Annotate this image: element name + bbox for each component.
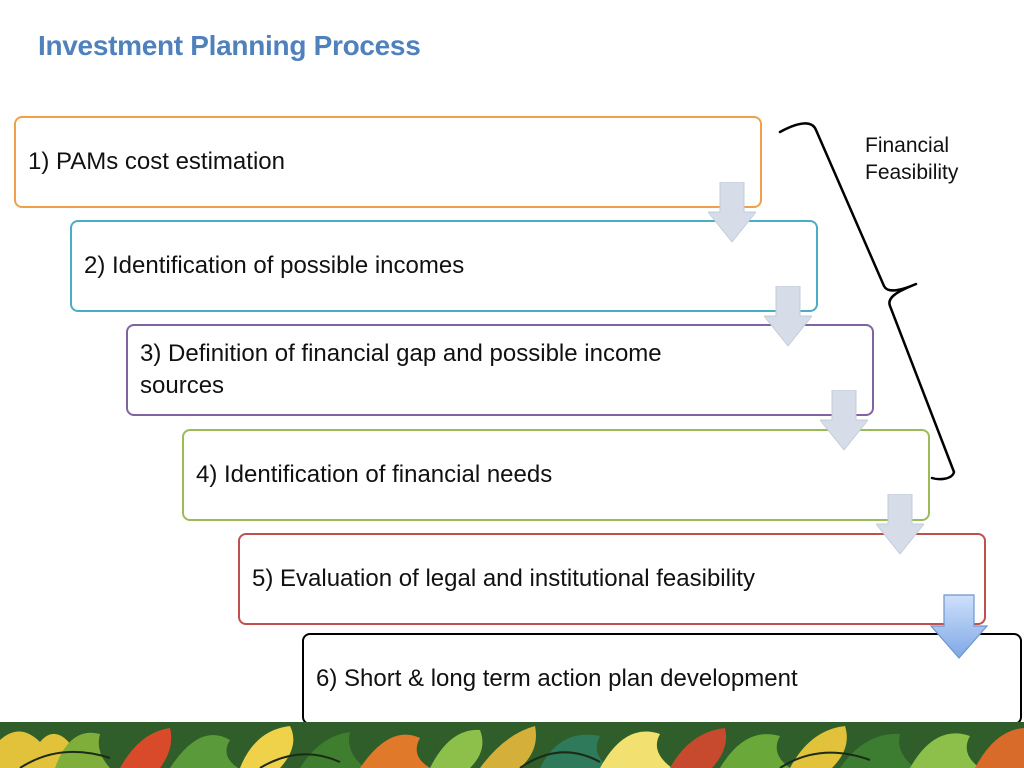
down-arrow-icon (930, 594, 988, 659)
step-label-6: 6) Short & long term action plan develop… (316, 664, 798, 692)
step-label-5: 5) Evaluation of legal and institutional… (252, 564, 755, 592)
curly-brace (778, 122, 956, 481)
feasibility-label-line-1: Financial (865, 134, 950, 157)
step-label-3: 3) Definition of financial gap and possi… (140, 339, 662, 399)
down-arrow-icon (764, 286, 812, 347)
down-arrow-icon (708, 182, 756, 243)
step-box-4: 4) Identification of financial needs (182, 429, 930, 521)
down-arrow-icon (820, 390, 868, 451)
step-label-1: 1) PAMs cost estimation (28, 147, 285, 175)
step-box-3: 3) Definition of financial gap and possi… (126, 324, 874, 416)
step-box-6: 6) Short & long term action plan develop… (302, 633, 1022, 725)
step-label-2: 2) Identification of possible incomes (84, 251, 465, 279)
step-label-4: 4) Identification of financial needs (196, 460, 553, 488)
step-box-2: 2) Identification of possible incomes (70, 220, 818, 312)
feasibility-label-line-2: Feasibility (865, 161, 959, 185)
step-box-5: 5) Evaluation of legal and institutional… (238, 533, 986, 625)
slide-title: Investment Planning Process (38, 30, 421, 61)
financial-feasibility-label: Financial Feasibility (865, 132, 1015, 187)
down-arrow-icon (876, 494, 924, 555)
step-box-1: 1) PAMs cost estimation (14, 116, 762, 208)
decorative-foliage-banner (0, 722, 1024, 768)
